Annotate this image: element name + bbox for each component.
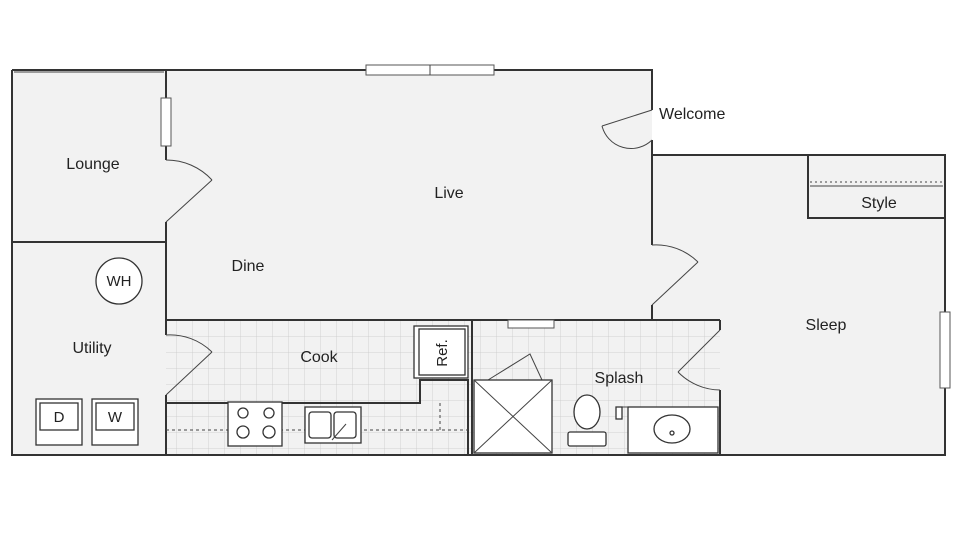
refrigerator <box>413 325 469 379</box>
bath-fixtures <box>473 379 719 454</box>
room-label-live: Live <box>434 185 463 202</box>
room-label-lounge: Lounge <box>66 156 119 173</box>
door-sleep <box>651 261 699 306</box>
room-label-sleep: Sleep <box>806 317 847 334</box>
water-heater-label: WH <box>107 273 132 290</box>
room-label-cook: Cook <box>300 349 338 366</box>
refrigerator-label: Ref. <box>434 339 451 367</box>
window-lounge <box>160 97 172 147</box>
stove-icon <box>227 401 283 447</box>
window-sleep <box>939 311 951 389</box>
room-label-splash: Splash <box>595 370 644 387</box>
room-label-welcome: Welcome <box>659 106 725 123</box>
dryer-label: D <box>54 409 65 426</box>
laundry <box>35 398 139 446</box>
fixture-labels: WH D W Ref. <box>54 273 451 426</box>
room-labels: Lounge Live Welcome Dine Utility Cook Sp… <box>66 106 897 387</box>
window-bath <box>507 319 555 329</box>
kitchen-counter <box>166 401 468 447</box>
door-bath <box>677 329 721 373</box>
washer-label: W <box>108 409 123 426</box>
windows <box>14 64 951 389</box>
door-welcome <box>601 109 653 127</box>
room-label-dine: Dine <box>232 258 265 275</box>
toilet-icon <box>567 394 607 447</box>
vanity-sink-icon <box>627 406 719 454</box>
door-lounge <box>165 179 213 223</box>
water-heater <box>95 257 143 305</box>
walls <box>11 69 946 456</box>
door-utility <box>165 351 213 396</box>
room-label-style: Style <box>861 195 897 212</box>
doors <box>165 109 721 396</box>
closet-rod <box>810 181 943 187</box>
room-label-utility: Utility <box>72 340 111 357</box>
